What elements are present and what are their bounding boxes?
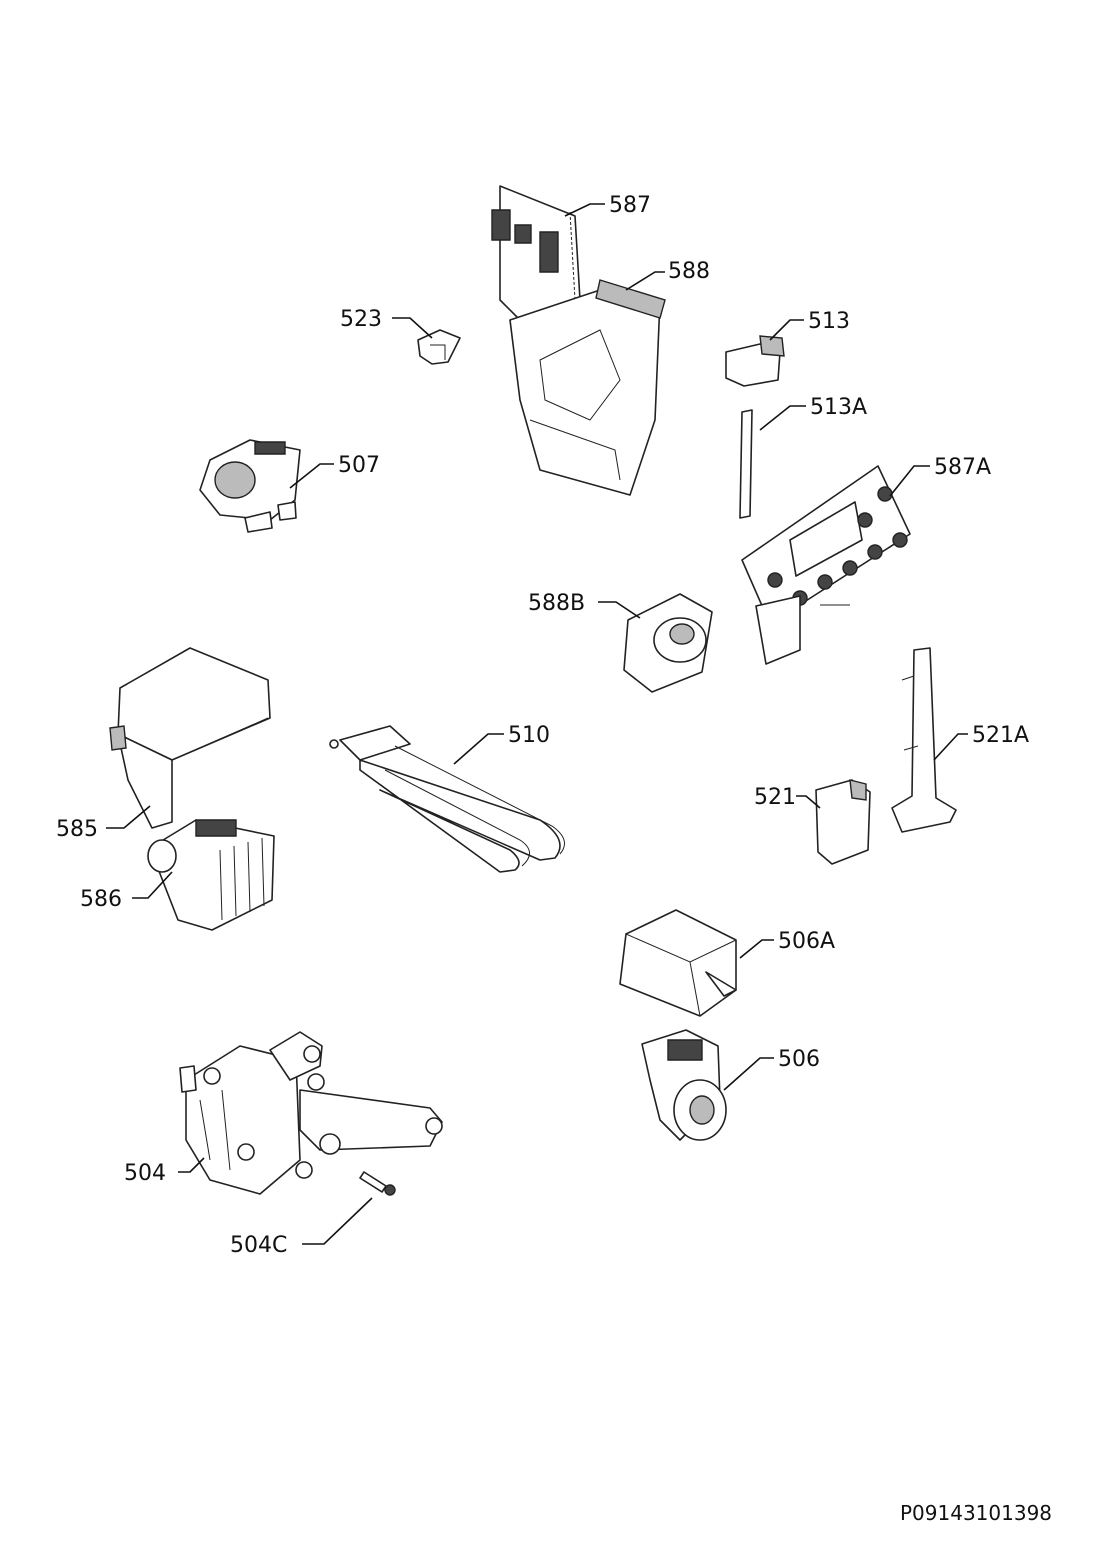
- part-521-door-lock[interactable]: [815, 779, 871, 865]
- leader-506A: [739, 939, 774, 959]
- label-507: 507: [338, 453, 380, 478]
- leader-521: [796, 795, 821, 809]
- label-585: 585: [56, 817, 98, 842]
- label-510: 510: [508, 723, 550, 748]
- part-523-clip[interactable]: [417, 329, 461, 365]
- part-513-filter[interactable]: [725, 335, 785, 387]
- label-504C: 504C: [230, 1233, 287, 1258]
- leader-523: [392, 317, 433, 339]
- part-506-drain-pump[interactable]: [641, 1029, 727, 1141]
- part-585-cover[interactable]: [109, 647, 271, 829]
- part-504-motor[interactable]: [179, 1031, 443, 1195]
- part-588-board-housing[interactable]: [509, 279, 666, 496]
- leader-504C: [302, 1197, 373, 1245]
- leader-504: [178, 1157, 205, 1173]
- label-521A: 521A: [972, 723, 1029, 748]
- leader-506: [723, 1057, 774, 1091]
- part-507-inlet-valve[interactable]: [199, 439, 301, 533]
- part-513A-rod[interactable]: [739, 409, 753, 519]
- label-523: 523: [340, 307, 382, 332]
- leader-513: [769, 319, 804, 341]
- label-587A: 587A: [934, 455, 991, 480]
- part-587A-user-interface-board[interactable]: [741, 465, 911, 665]
- label-588B: 588B: [528, 591, 585, 616]
- leader-507: [289, 463, 334, 489]
- label-513A: 513A: [810, 395, 867, 420]
- part-586-motor-module[interactable]: [147, 819, 275, 931]
- part-504C-screw[interactable]: [359, 1171, 396, 1196]
- leader-513A: [759, 405, 806, 431]
- label-521: 521: [754, 785, 796, 810]
- leader-588B: [598, 601, 641, 619]
- leader-586: [132, 871, 173, 899]
- leader-585: [106, 805, 151, 829]
- leader-521A: [933, 733, 968, 761]
- label-587: 587: [609, 193, 651, 218]
- leader-587A: [889, 465, 930, 497]
- part-588B-pressure-switch[interactable]: [623, 593, 713, 693]
- drawing-code: P09143101398: [900, 1501, 1052, 1525]
- label-506A: 506A: [778, 929, 835, 954]
- label-506: 506: [778, 1047, 820, 1072]
- leader-588: [625, 271, 665, 291]
- part-521A-lock-rail[interactable]: [891, 647, 957, 833]
- part-506A-pump-cover[interactable]: [619, 909, 737, 1017]
- label-504: 504: [124, 1161, 166, 1186]
- label-586: 586: [80, 887, 122, 912]
- part-510-heating-element[interactable]: [329, 725, 565, 873]
- label-513: 513: [808, 309, 850, 334]
- label-588: 588: [668, 259, 710, 284]
- leader-587: [564, 203, 605, 217]
- leader-510: [453, 733, 504, 765]
